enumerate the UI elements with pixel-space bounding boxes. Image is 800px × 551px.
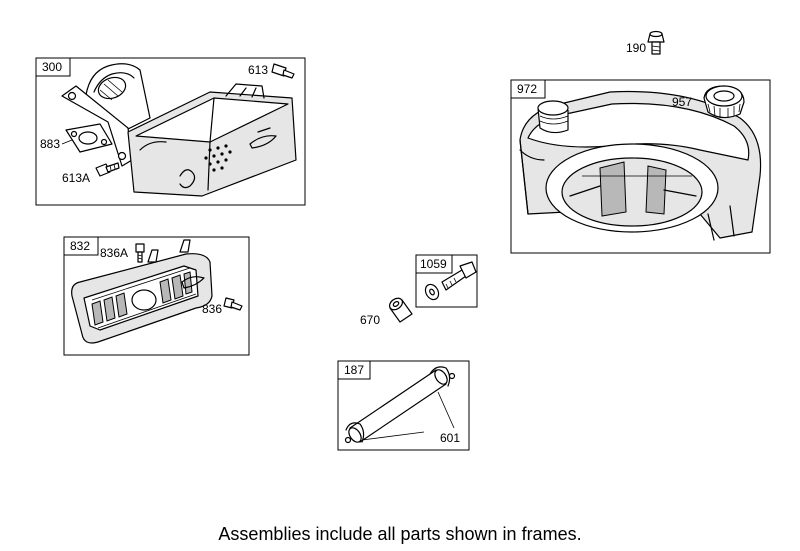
spacer-670 [388,297,413,323]
frame-972-border [510,79,771,254]
frame-832-label: 832 [70,239,90,253]
frame-300-border [35,57,306,206]
part-613-label: 613 [248,63,268,77]
part-883-label: 883 [40,137,60,151]
frame-1059-tag [415,254,453,274]
frame-832-tag [63,236,99,256]
frame-300-tag [35,57,71,77]
part-601-label: 601 [440,431,460,445]
part-190-label: 190 [626,41,646,55]
frame-187-tag [337,360,371,380]
part-836a-label: 836A [100,246,128,260]
frame-187-border [337,360,470,451]
part-957-label: 957 [672,95,692,109]
fuel-cap-957 [703,85,745,119]
fuel-line-drawing [344,366,456,444]
muffler-drawing [61,63,297,197]
frame-300-label: 300 [42,60,62,74]
frame-972-label: 972 [517,82,537,96]
screw-190 [647,30,665,55]
part-836-label: 836 [202,302,222,316]
screw-836 [223,297,243,311]
screw-613a [95,162,120,177]
part-670-label: 670 [360,313,380,327]
frames-caption: Assemblies include all parts shown in fr… [218,524,582,544]
frame-972: 972 [510,79,771,254]
frame-300: 300 [35,57,306,206]
frame-187: 187 601 [337,360,470,451]
frame-972-tag [510,79,546,99]
gasket-883 [65,123,113,153]
fuel-tank-drawing [519,90,762,241]
bolt-1059-drawing [424,261,477,301]
screw-836a [135,243,145,263]
frame-187-label: 187 [344,363,364,377]
frame-1059: 1059 [415,254,478,308]
frame-1059-label: 1059 [420,257,447,271]
frame-832-border [63,236,250,356]
part-613a-label: 613A [62,171,90,185]
screw-613 [271,63,295,79]
muffler-guard-drawing [71,239,243,344]
frame-832: 832 [63,236,250,356]
